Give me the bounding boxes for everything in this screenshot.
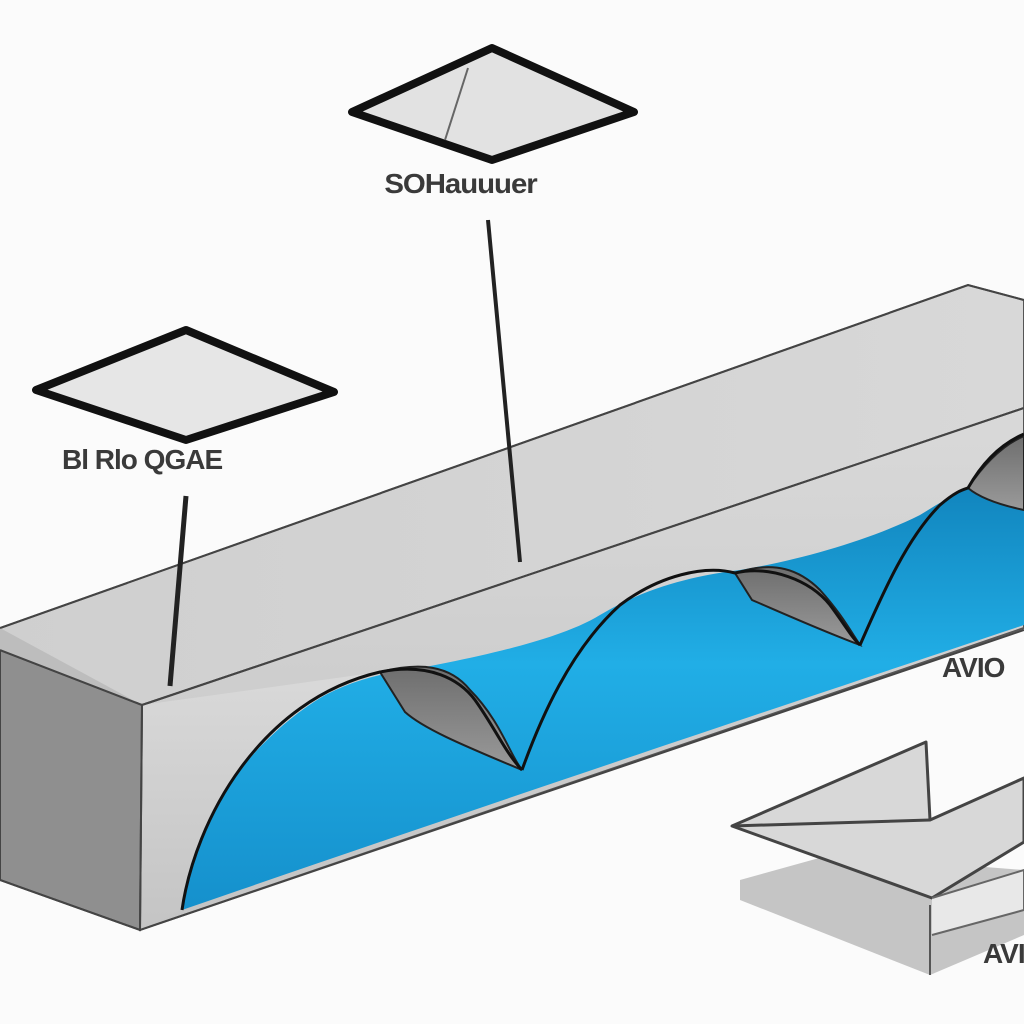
beam-corner-edge [139,704,143,931]
beam-end-top-edge [0,628,142,705]
plate-bottom-right-edge [931,868,1024,936]
plate-left [32,326,338,444]
label-right: AVIO [942,652,1005,683]
arch-cavity-1 [378,665,523,771]
arch-cavity-2 [733,566,863,648]
arch-outline-2 [520,568,862,771]
leader-line-left [167,495,189,687]
plate-bottom-right-fold [731,818,931,828]
plate-top [348,44,638,164]
arch-outline-1 [180,667,524,911]
label-left-plate: Bl Rlo QGAE [62,444,223,475]
arch-cavity-3 [966,434,1024,512]
label-bottom-right: AVI [983,938,1024,969]
leader-line-top [486,219,522,563]
label-top-plate: SOHauuuer [384,168,537,199]
water-channel [182,462,1024,910]
pier-1 [140,672,380,930]
beam-edge-outline [0,283,1024,629]
plate-top-crease [444,67,469,141]
arch-outline-3 [858,432,1024,646]
